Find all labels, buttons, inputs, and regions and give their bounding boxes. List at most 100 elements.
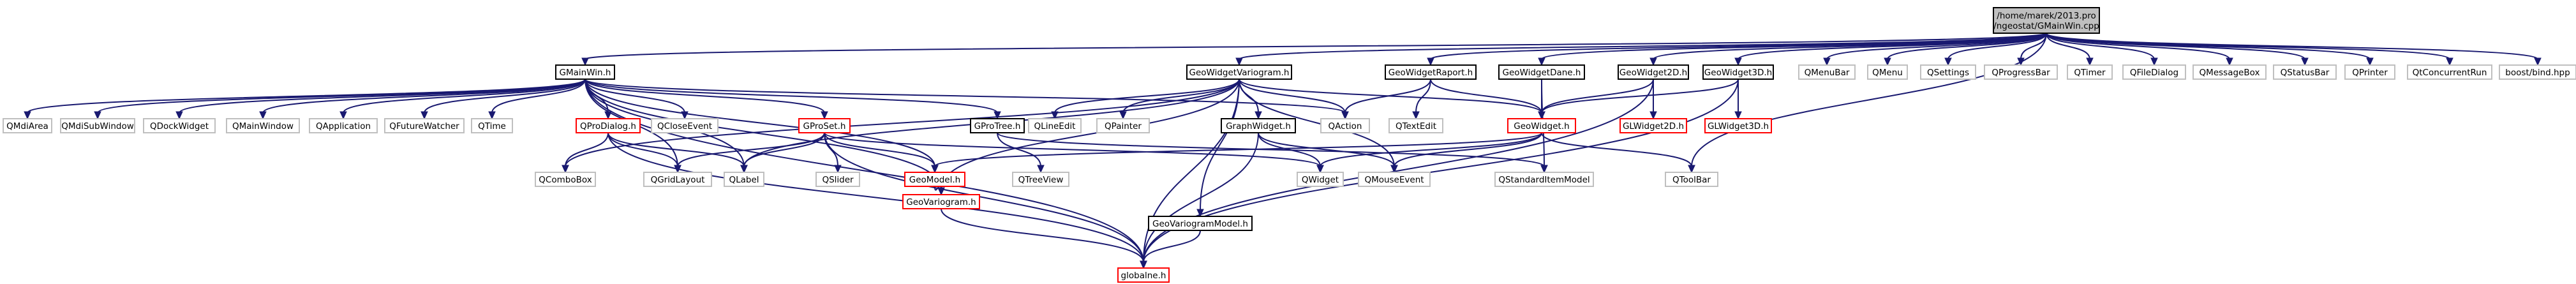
node-label: QMenuBar xyxy=(1805,68,1850,78)
node-box xyxy=(1618,64,1689,80)
node-qprogressbar: QProgressBar xyxy=(1984,64,2058,80)
edge-line xyxy=(997,132,1545,167)
node-geowidgetdane[interactable]: GeoWidgetDane.h xyxy=(1498,64,1585,80)
node-glwidget3d[interactable]: GLWidget3D.h xyxy=(1704,118,1772,133)
node-root[interactable]: /home/marek/2013.pro/ngeostat/GMainWin.c… xyxy=(1993,7,2100,34)
node-box xyxy=(1867,64,1908,80)
node-label: GMainWin.h xyxy=(560,68,611,78)
edge-line xyxy=(1738,33,2047,60)
node-box xyxy=(1798,64,1856,80)
edge-arrowhead xyxy=(2086,57,2094,66)
node-geowidgetraport[interactable]: GeoWidgetRaport.h xyxy=(1385,64,1477,80)
node-label: GeoVariogram.h xyxy=(906,197,976,207)
edge-geowidget-to-qwidget xyxy=(1316,132,1542,174)
edge-line xyxy=(824,132,1144,263)
node-geowidget3d[interactable]: GeoWidget3D.h xyxy=(1702,64,1774,80)
edge-line xyxy=(1239,78,1346,114)
edge-line xyxy=(1239,33,2047,60)
node-label: QMenu xyxy=(1872,68,1903,78)
node-box xyxy=(1704,118,1772,133)
node-qmessagebox: QMessageBox xyxy=(2193,64,2267,80)
edge-line xyxy=(491,78,586,114)
node-geovariogrammodel[interactable]: GeoVariogramModel.h xyxy=(1148,216,1253,231)
node-qsettings: QSettings xyxy=(1920,64,1976,80)
node-geomodel[interactable]: GeoModel.h xyxy=(904,172,965,187)
node-qstatusbar: QStatusBar xyxy=(2273,64,2337,80)
node-box xyxy=(2499,64,2576,80)
node-label: QMdiArea xyxy=(6,121,48,131)
edge-qprodialog-to-qcombobox xyxy=(562,132,609,174)
edge-line xyxy=(1691,33,2047,167)
node-box xyxy=(643,172,712,187)
edge-line xyxy=(941,78,1240,190)
edge-arrowhead xyxy=(1688,165,1695,174)
node-box xyxy=(1320,118,1370,133)
node-label: QTimer xyxy=(2074,68,2106,78)
node-geowidget2d[interactable]: GeoWidget2D.h xyxy=(1618,64,1689,80)
edge-arrowhead xyxy=(1235,57,1243,66)
edge-line xyxy=(584,78,935,167)
node-box xyxy=(1920,64,1976,80)
node-geovariogram[interactable]: GeoVariogram.h xyxy=(902,194,980,209)
node-box xyxy=(1186,64,1292,80)
edge-gprotree-to-qstandarditemmodel xyxy=(997,132,1548,174)
node-gprotree[interactable]: GProTree.h xyxy=(970,118,1025,133)
edge-line xyxy=(262,78,586,114)
node-qcombobox: QComboBox xyxy=(535,172,596,187)
edge-arrowhead xyxy=(2226,57,2233,66)
node-box xyxy=(384,118,465,133)
node-box xyxy=(1358,172,1431,187)
edge-geowidgetraport-to-qtextedit xyxy=(1412,78,1431,120)
edge-arrowhead xyxy=(834,165,842,174)
edge-gmainwin-to-qdockwidget xyxy=(175,78,586,120)
edge-root-to-geowidgetvariogram xyxy=(1235,33,2047,66)
node-qprodialog[interactable]: QProDialog.h xyxy=(576,118,641,133)
node-box xyxy=(1096,118,1150,133)
edge-line xyxy=(1415,78,1431,114)
edge-arrowhead xyxy=(1944,57,1952,66)
edge-line xyxy=(1887,33,2047,60)
edge-line xyxy=(1143,230,1201,263)
node-qstandarditemmodel: QStandardItemModel xyxy=(1494,172,1594,187)
edge-root-to-qmenubar xyxy=(1823,33,2047,66)
node-qmenubar: QMenuBar xyxy=(1798,64,1856,80)
node-box xyxy=(2344,64,2395,80)
node-label: /home/marek/2013.pro xyxy=(1997,11,2096,21)
edge-root-to-qfiledialog xyxy=(2046,33,2158,66)
node-box xyxy=(2273,64,2337,80)
edge-arrowhead xyxy=(1037,165,1045,174)
node-box xyxy=(1993,7,2100,34)
node-geowidgetvariogram[interactable]: GeoWidgetVariogram.h xyxy=(1186,64,1292,80)
node-box xyxy=(904,172,965,187)
node-qmainwindow: QMainWindow xyxy=(226,118,300,133)
edge-root-to-qmenu xyxy=(1884,33,2047,66)
edge-arrowhead xyxy=(1540,165,1548,174)
node-gmainwin[interactable]: GMainWin.h xyxy=(555,64,615,80)
edge-gproset-to-qgridlayout xyxy=(674,132,825,174)
node-box xyxy=(2122,64,2186,80)
node-qmenu: QMenu xyxy=(1867,64,1908,80)
node-qprinter: QPrinter xyxy=(2344,64,2395,80)
node-qdockwidget: QDockWidget xyxy=(143,118,216,133)
node-globalne[interactable]: globalne.h xyxy=(1117,267,1170,283)
node-label: GeoModel.h xyxy=(909,175,960,185)
edge-line xyxy=(743,132,825,167)
node-label: QLineEdit xyxy=(1034,121,1076,131)
edge-line xyxy=(941,208,1144,263)
node-geowidget[interactable]: GeoWidget.h xyxy=(1507,118,1576,133)
edge-root-to-qmessagebox xyxy=(2046,33,2233,66)
edge-line xyxy=(1541,78,1739,114)
edge-line xyxy=(1258,132,1395,167)
node-gproset[interactable]: GProSet.h xyxy=(798,118,851,133)
node-qfuturewatcher: QFutureWatcher xyxy=(384,118,465,133)
node-graphwidget[interactable]: GraphWidget.h xyxy=(1221,118,1296,133)
node-box xyxy=(2067,64,2113,80)
node-glwidget2d[interactable]: GLWidget2D.h xyxy=(1619,118,1687,133)
edge-arrowhead xyxy=(562,165,569,174)
node-label: QCloseEvent xyxy=(657,121,712,131)
edge-arrowhead xyxy=(2446,57,2453,66)
edge-line xyxy=(1541,33,2047,60)
node-box xyxy=(815,172,860,187)
edge-arrowhead xyxy=(740,165,748,174)
